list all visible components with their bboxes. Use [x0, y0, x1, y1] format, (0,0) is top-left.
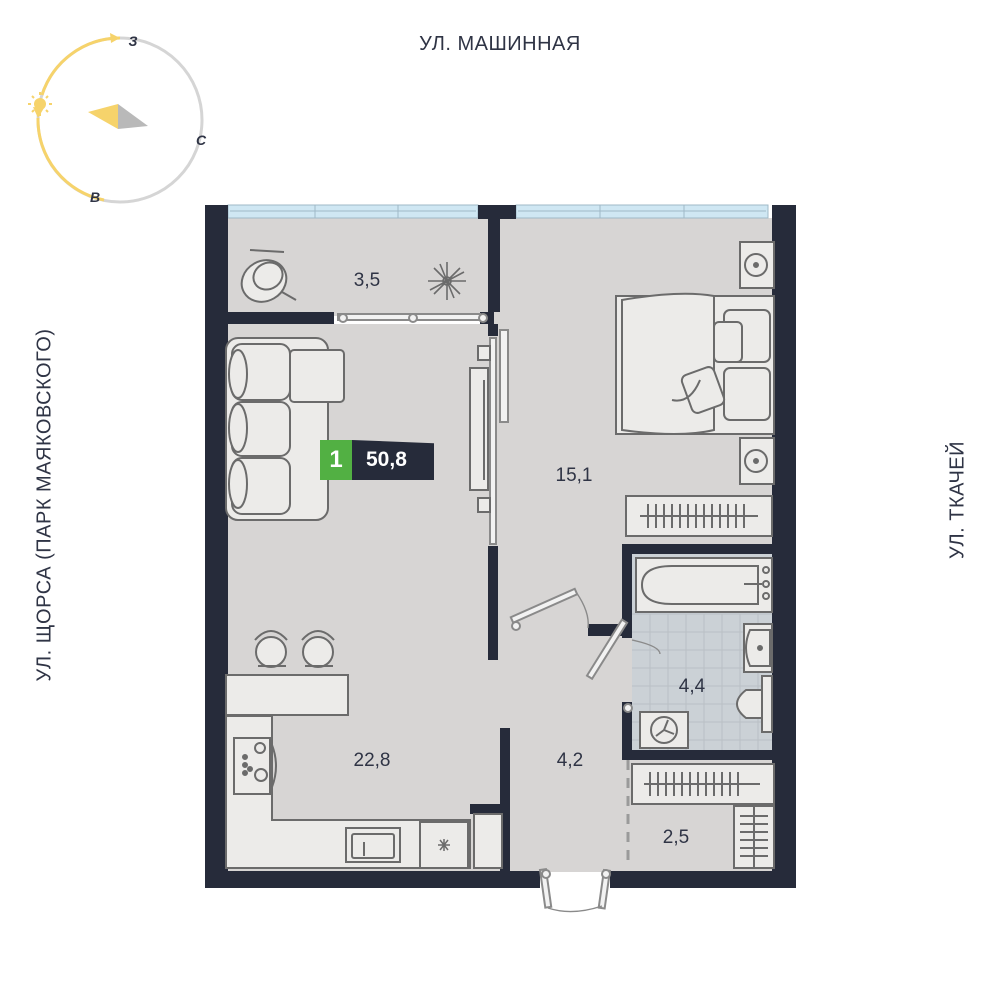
storage-radiator-icon [631, 763, 775, 869]
plant-icon [428, 262, 466, 300]
bar-stool-icon [301, 630, 335, 668]
window-top-right [515, 204, 769, 219]
apartment-badge: 1 50,8 [320, 440, 434, 480]
room-count-badge: 1 [320, 440, 352, 480]
sun-icon [28, 92, 52, 116]
nightstand-icon [739, 437, 775, 485]
bar-stool-icon [254, 630, 288, 668]
entrance-door[interactable] [538, 868, 612, 913]
sofa-icon [225, 337, 345, 521]
stove-icon [233, 737, 277, 795]
bed-icon [615, 292, 775, 435]
fridge-icon [419, 821, 469, 869]
room-area-living-kitchen: 22,8 [353, 750, 391, 771]
kitchen-counter [225, 674, 471, 869]
compass-west: З [128, 33, 138, 49]
room-area-bathroom: 4,4 [678, 676, 706, 697]
room-area-storage: 2,5 [662, 827, 690, 848]
room-area-balcony: 3,5 [353, 270, 381, 291]
bathroom-door[interactable] [585, 618, 661, 713]
bedroom-door[interactable] [509, 587, 589, 631]
compass: З С В [0, 0, 220, 220]
balcony-sliding-door[interactable] [337, 313, 488, 323]
room-area-hallway: 4,2 [556, 750, 584, 771]
compass-north: С [195, 132, 207, 148]
nightstand-icon [739, 241, 775, 289]
compass-arrow-icon [88, 104, 148, 129]
bedroom-sliding-door[interactable] [489, 329, 509, 545]
compass-east: В [89, 189, 101, 205]
street-label-top: УЛ. МАШИННАЯ [419, 33, 581, 55]
bathroom-sink-icon [743, 623, 773, 673]
walls [205, 205, 796, 888]
compass-ring [28, 33, 204, 204]
total-area-badge: 50,8 [352, 440, 434, 480]
window-top-left [227, 204, 479, 219]
bathtub-icon [635, 557, 773, 613]
cabinet [473, 813, 503, 869]
radiator-icon [625, 495, 773, 537]
room-area-bedroom: 15,1 [555, 465, 593, 486]
ventilation-fan-icon [639, 711, 689, 749]
armchair-icon [240, 249, 297, 303]
sink-icon [345, 827, 401, 863]
toilet-icon [736, 675, 773, 733]
tv-icon [469, 345, 491, 513]
